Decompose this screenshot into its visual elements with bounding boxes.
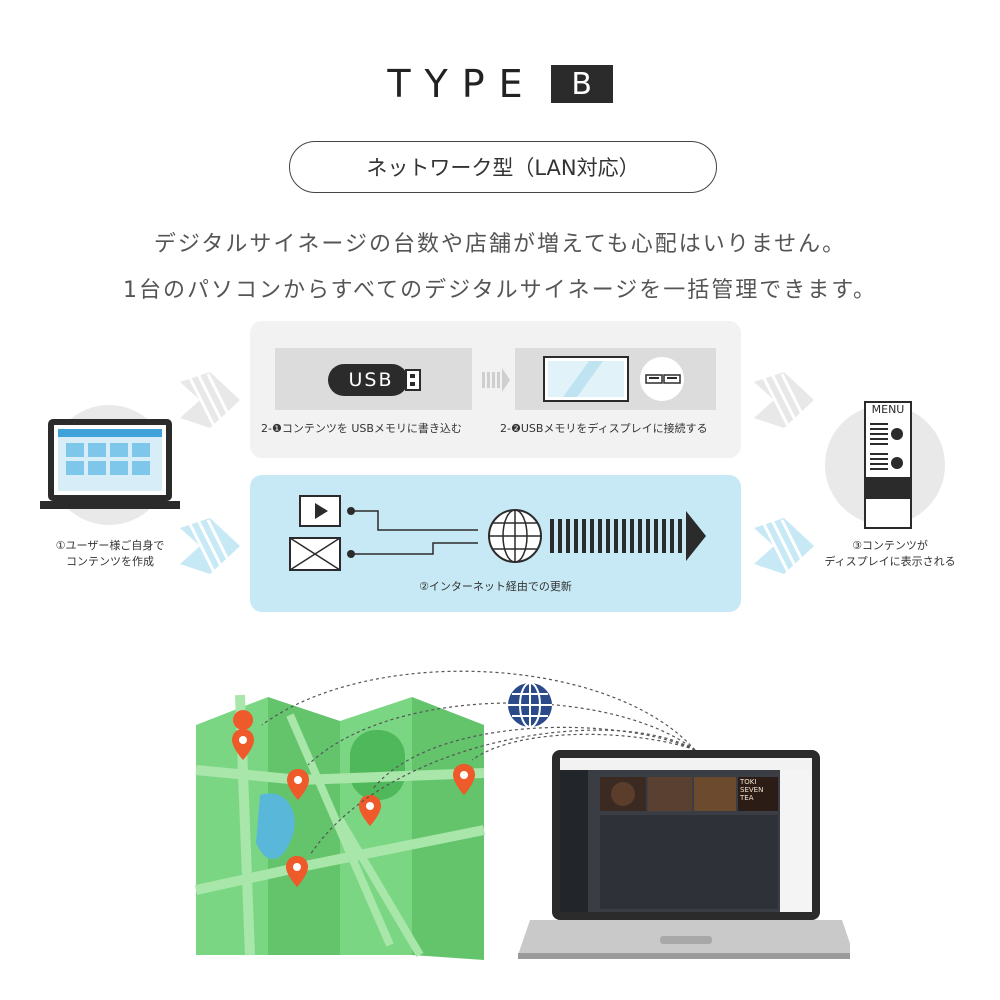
transfer-arrow-icon [550,511,706,561]
step1-line2: コンテンツを作成 [66,555,154,568]
step3-line1: ③コンテンツが [852,539,928,552]
arrow-to-internet-icon [180,518,240,574]
signage-icon [864,401,912,529]
step1-caption: ①ユーザー様ご自身で コンテンツを作成 [20,537,200,569]
lead-line-1: デジタルサイネージの台数や店舗が増えても心配はいりません。 [153,232,847,257]
subtitle-pill: ネットワーク型（LAN対応） [289,141,717,193]
usb-arrow-icon [482,368,510,392]
usb-write-caption: 2-❶コンテンツを USBメモリに書き込む [261,422,462,435]
screen-tile-2: SEVEN [740,786,764,794]
globe-network-icon [508,682,552,728]
usb-connect-caption: 2-❷USBメモリをディスプレイに接続する [500,422,708,435]
usb-port-icon [640,357,684,401]
screen-tiles: TOKI SEVEN TEA [740,778,800,802]
title-badge: B [550,65,613,103]
step3-line2: ディスプレイに表示される [824,555,956,568]
map-icon [194,694,485,960]
step1-line1: ①ユーザー様ご自身で [55,539,165,552]
internet-flow [289,495,706,571]
menu-label: MENU [871,403,905,416]
arrow-from-usb-icon [754,372,814,428]
display-icon [543,356,629,402]
arrow-to-usb-icon [180,372,240,428]
screen-tile-1: TOKI [740,778,757,786]
title-row: TYPE B [0,60,1000,108]
laptop-admin-icon [518,750,850,959]
step3-caption: ③コンテンツが ディスプレイに表示される [800,537,980,569]
connection-arcs [261,670,696,856]
lead-line-2: 1台のパソコンからすべてのデジタルサイネージを一括管理できます。 [122,278,878,303]
internet-caption: ②インターネット経由での更新 [419,580,572,593]
globe-icon [488,509,542,563]
laptop-icon [40,419,180,509]
location-pin-icon [232,729,475,887]
title-text: TYPE [387,62,537,106]
map-pins [233,710,254,730]
arrow-from-internet-icon [754,518,814,574]
screen-tile-3: TEA [740,794,754,802]
usb-stick-icon [328,364,421,396]
usb-label: USB [348,369,394,391]
network-illustration [194,670,850,960]
